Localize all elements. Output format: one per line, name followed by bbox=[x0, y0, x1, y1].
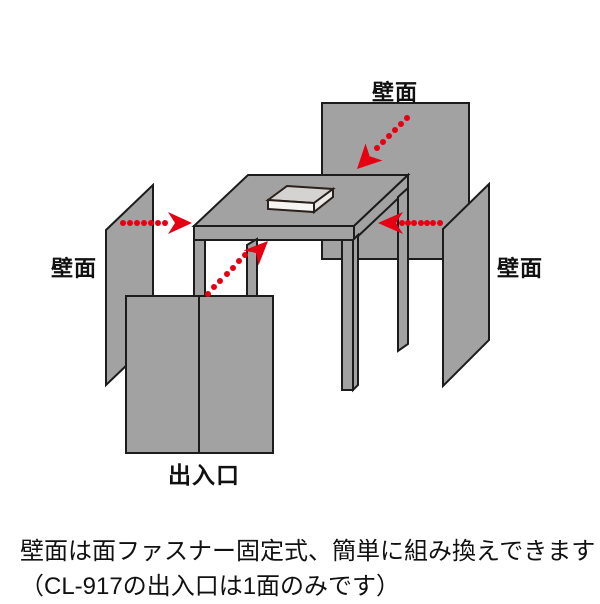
book-front-face bbox=[267, 198, 315, 214]
table-leg-back-right bbox=[397, 185, 409, 353]
arrow-right bbox=[378, 212, 443, 234]
table-leg-front-right bbox=[341, 239, 354, 391]
arrow-top bbox=[357, 115, 410, 169]
entrance-panel-right bbox=[198, 295, 274, 454]
entrance-panels bbox=[125, 295, 274, 454]
table-leg-front-right-side bbox=[352, 232, 359, 393]
arrowhead-icon bbox=[243, 241, 268, 266]
arrows bbox=[120, 115, 443, 297]
arrow-front bbox=[205, 241, 268, 297]
wall-label-left: 壁面 bbox=[51, 256, 98, 281]
book bbox=[265, 184, 336, 215]
arrowhead-icon bbox=[357, 143, 383, 169]
caption-line2: （CL-917の出入口は1面のみです） bbox=[20, 573, 401, 600]
wall-label-top: 壁面 bbox=[372, 80, 419, 105]
table-front-edge bbox=[193, 225, 355, 241]
arrowhead-icon bbox=[168, 212, 192, 234]
right-wall-panel bbox=[442, 181, 490, 389]
book-side-face bbox=[313, 187, 334, 215]
arrowhead-icon bbox=[378, 212, 403, 234]
wall-label-right: 壁面 bbox=[497, 256, 544, 281]
arrow-left bbox=[120, 212, 192, 234]
caption: 壁面は面ファスナー固定式、簡単に組み換えできます （CL-917の出入口は1面の… bbox=[20, 534, 596, 604]
entrance-panel-left bbox=[125, 295, 200, 454]
entrance-label: 出入口 bbox=[168, 462, 240, 488]
caption-line1: 壁面は面ファスナー固定式、簡単に組み換えできます bbox=[20, 538, 596, 565]
